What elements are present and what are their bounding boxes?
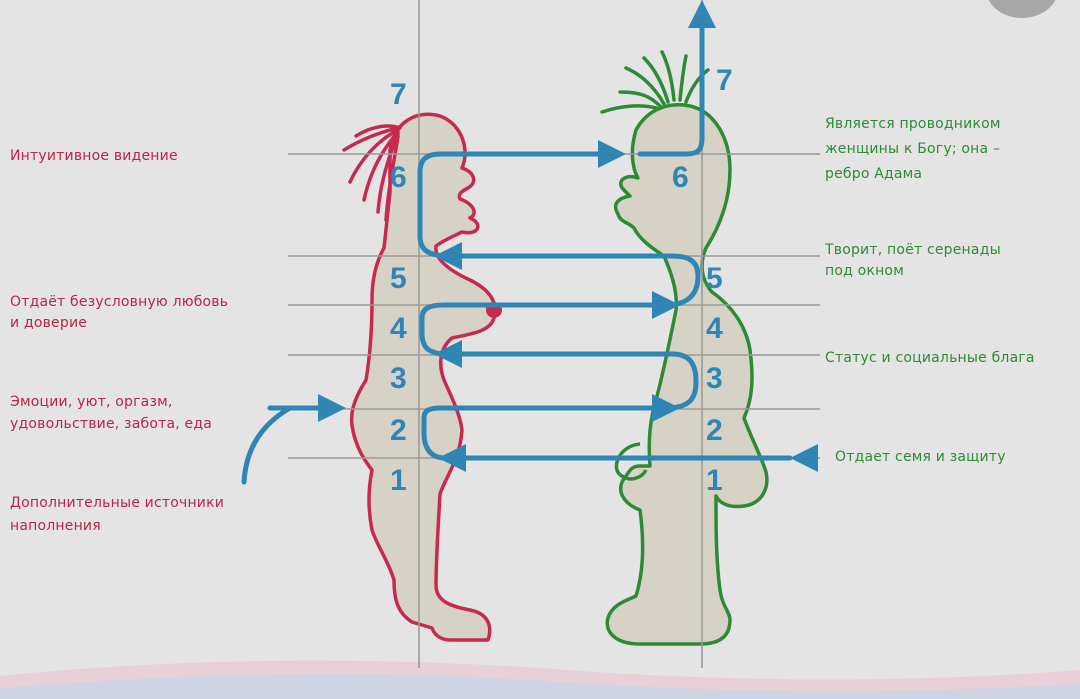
label-conductor-line3: ребро Адама [825,166,923,182]
label-emotions-line1: Эмоции, уют, оргазм, [10,394,173,410]
female-level-1: 1 [390,464,407,497]
label-sources-line2: наполнения [10,518,101,534]
energy-flow [241,23,793,485]
label-conductor-line2: женщины к Богу; она – [825,141,1001,157]
arrow-into-female-3 [434,340,462,368]
flow-level4-to-5 [447,253,701,308]
arrow-7-up [688,0,716,28]
female-body-outline [349,112,497,642]
label-love-line1: Отдаёт безусловную любовь [10,294,229,310]
flow-level3-to-4 [419,302,669,357]
arrow-emotions-in [318,394,346,422]
male-level-6: 6 [672,161,689,194]
label-intuition: Интуитивное видение [10,148,178,164]
arrow-into-female-1 [438,444,466,472]
label-conductor-line1: Является проводником [825,116,1001,132]
arrow-into-female-5 [434,242,462,270]
label-seed: Отдает семя и защиту [835,449,1006,465]
female-level-numbers: 1 2 3 4 5 6 7 [390,78,407,497]
arrow-into-male-6 [598,140,626,168]
flow-arrowheads [318,0,818,472]
male-hand [614,442,648,481]
label-emotions-line2: удовольствие, забота, еда [10,416,212,432]
female-level-3: 3 [390,362,407,395]
female-level-7: 7 [390,78,407,111]
arrow-seed-in [790,444,818,472]
label-love-line2: и доверие [10,315,88,331]
flow-level5-to-6 [417,151,615,259]
flow-sources-curve [241,405,293,485]
female-level-5: 5 [390,262,407,295]
label-creates-line1: Творит, поёт серенады [825,242,1001,258]
male-level-1: 1 [706,464,723,497]
arrow-into-male-4 [652,291,680,319]
label-creates-line2: под окном [825,263,904,279]
corner-avatar-circle [986,0,1058,18]
male-level-7: 7 [716,64,733,97]
arrow-into-male-2 [652,394,680,422]
male-hair [600,50,710,114]
female-level-2: 2 [390,414,407,447]
male-level-2: 2 [706,414,723,447]
flow-level6-to-7 [637,23,705,157]
female-level-6: 6 [390,161,407,194]
flow-level2-to-3 [445,351,699,411]
label-status: Статус и социальные блага [825,350,1035,366]
male-level-3: 3 [706,362,723,395]
flow-seed-entry [421,405,793,461]
bottom-wave-blue [0,674,1080,699]
label-sources-line1: Дополнительные источники [10,495,225,511]
male-level-4: 4 [706,312,723,345]
female-level-4: 4 [390,312,407,345]
female-hair [342,124,402,222]
male-body-outline [605,103,769,646]
male-level-5: 5 [706,262,723,295]
male-level-numbers: 1 2 3 4 5 6 7 [672,64,733,497]
